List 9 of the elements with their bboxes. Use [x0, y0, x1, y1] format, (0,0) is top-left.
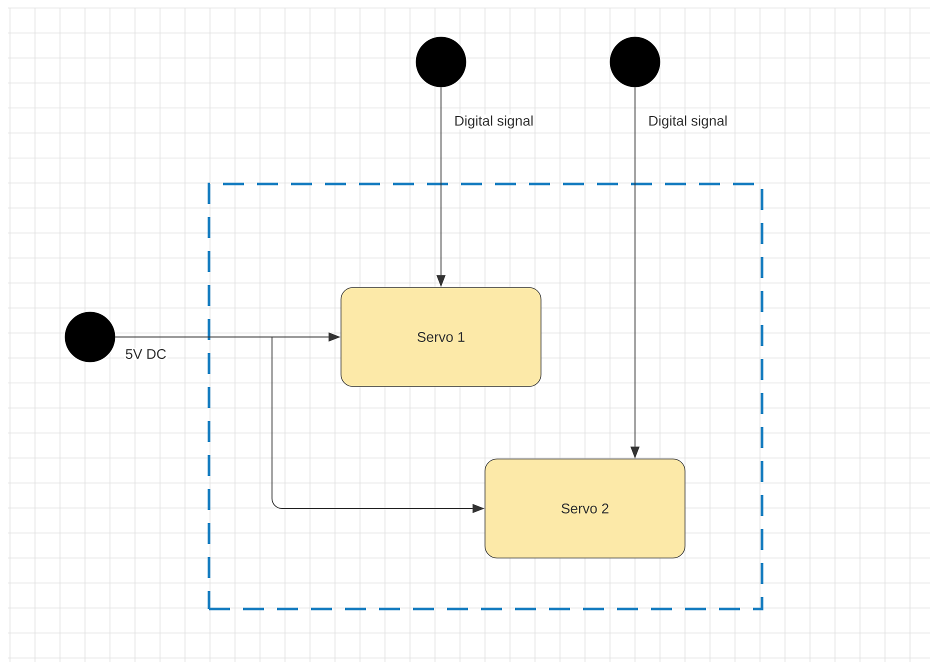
edge-label: Digital signal: [453, 114, 535, 130]
edge-label: 5V DC: [124, 348, 168, 360]
terminal-dot: [416, 36, 466, 88]
servo-box: Servo 1: [340, 287, 542, 387]
terminal-dot: [610, 36, 660, 88]
edge-label: Digital signal: [647, 114, 729, 130]
servo-box: Servo 2: [484, 458, 686, 558]
dashed-boundary-box: [208, 182, 764, 610]
terminal-dot: [64, 312, 116, 362]
